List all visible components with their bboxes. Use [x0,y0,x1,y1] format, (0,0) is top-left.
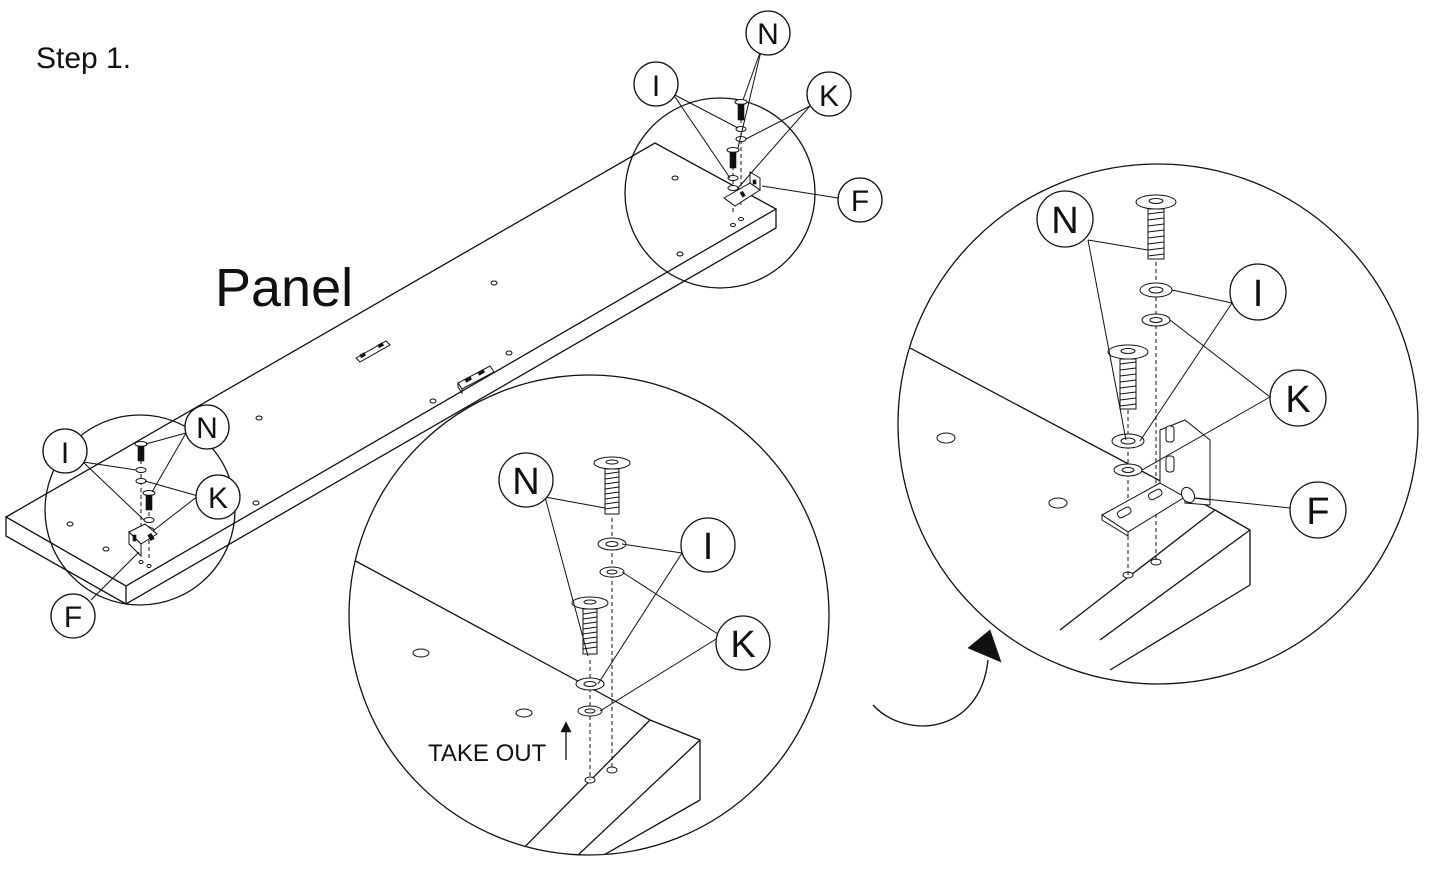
middle-fitting-a [355,340,391,363]
svg-text:N: N [512,461,539,503]
callout-F-right: F [1289,481,1347,539]
svg-text:N: N [757,18,779,51]
top-hardware [723,99,761,227]
panel-label: Panel [215,258,353,318]
callout-I-top: I [633,61,679,107]
callout-N-middle: N [498,452,554,508]
svg-text:I: I [652,70,660,103]
detail-circle-middle [348,374,830,856]
svg-text:F: F [64,601,82,634]
middle-fitting-b [457,365,495,395]
svg-text:F: F [851,185,869,218]
svg-text:K: K [730,624,755,666]
bracket-F-large [1101,419,1211,537]
svg-text:N: N [1051,200,1078,242]
svg-text:I: I [703,526,714,568]
main-panel [4,142,778,605]
callout-K-left: K [195,474,241,520]
svg-text:I: I [61,437,69,470]
detail-circle-top [624,97,816,289]
middle-detail [349,456,722,855]
svg-text:K: K [1285,379,1310,421]
callout-K-middle: K [715,615,771,671]
callout-I-left: I [42,428,88,474]
right-detail [898,194,1291,671]
transition-arrow [872,629,1002,727]
callout-N-left: N [184,404,230,450]
left-hardware [128,441,158,568]
callout-N-right: N [1036,190,1094,248]
callout-I-middle: I [680,517,736,573]
callout-K-top: K [806,71,852,117]
callout-F-left: F [50,593,96,639]
callout-F-top: F [837,177,883,223]
take-out-label: TAKE OUT [428,740,547,767]
callout-I-right: I [1229,263,1287,321]
detail-circle-right [897,163,1419,685]
svg-text:K: K [208,482,228,515]
svg-text:N: N [196,412,218,445]
svg-text:K: K [819,80,839,113]
callout-K-right: K [1269,369,1327,427]
step-title: Step 1. [36,42,131,75]
svg-text:F: F [1306,491,1329,533]
svg-text:I: I [1253,273,1264,315]
callout-N-top: N [745,10,791,56]
